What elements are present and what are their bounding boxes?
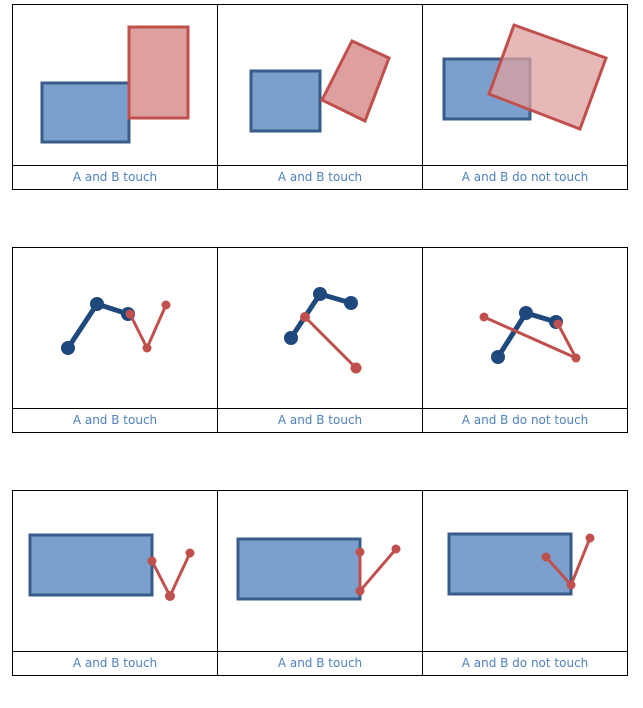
- table-polygon-line: A and B touch A and B touch A and B do n…: [12, 490, 628, 676]
- figure-polygons-no-touch: [423, 5, 627, 165]
- caption: A and B touch: [217, 651, 423, 676]
- figure-lines-touch-1: [13, 248, 217, 408]
- caption: A and B touch: [217, 165, 423, 190]
- caption: A and B do not touch: [422, 651, 628, 676]
- figure-polygons-touch-1: [13, 5, 217, 165]
- shape-b: [127, 25, 190, 120]
- figure-lines-touch-2: [218, 248, 422, 408]
- caption: A and B touch: [12, 408, 218, 433]
- table-line-line: A and B touch A and B touch A and B do n…: [12, 247, 628, 433]
- figure-polygons-touch-2: [218, 5, 422, 165]
- shape-a: [40, 81, 131, 144]
- table-polygon-polygon: A and B touch A and B touch A and B do n…: [12, 4, 628, 190]
- figure-poly-line-touch-1: [13, 491, 217, 651]
- figure-lines-no-touch: [423, 248, 627, 408]
- figure-poly-line-touch-2: [218, 491, 422, 651]
- caption: A and B do not touch: [422, 165, 628, 190]
- figure-poly-line-no-touch: [423, 491, 627, 651]
- caption: A and B touch: [12, 165, 218, 190]
- caption: A and B do not touch: [422, 408, 628, 433]
- caption: A and B touch: [217, 408, 423, 433]
- caption: A and B touch: [12, 651, 218, 676]
